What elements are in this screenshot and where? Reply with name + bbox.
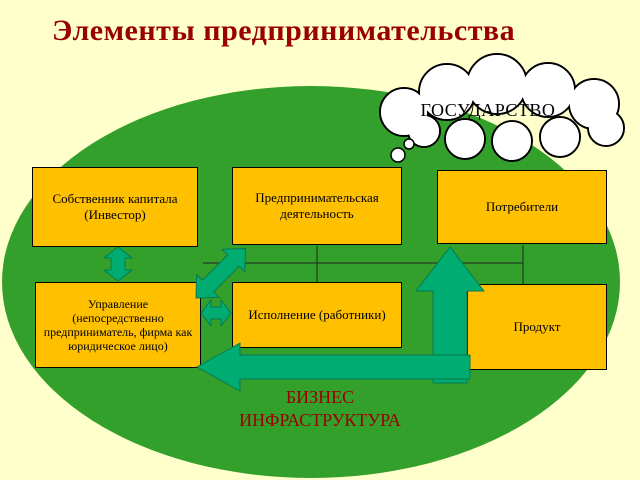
box-product-label: Продукт (513, 319, 561, 335)
box-management: Управление (непосредственно предпринимат… (35, 282, 201, 368)
business-infrastructure-line2: ИНФРАСТРУКТУРА (239, 410, 401, 430)
box-entrepreneurial-activity-label: Предпринимательская деятельность (255, 190, 379, 221)
box-entrepreneurial-activity: Предпринимательская деятельность (232, 167, 402, 245)
business-infrastructure-label: БИЗНЕС ИНФРАСТРУКТУРА (205, 386, 435, 432)
slide-title: Элементы предпринимательства (52, 14, 516, 47)
box-execution-label: Исполнение (работники) (248, 307, 386, 323)
box-capital-owner-label: Собственник капитала (Инвестор) (52, 191, 178, 222)
box-capital-owner: Собственник капитала (Инвестор) (32, 167, 198, 247)
box-consumers-label: Потребители (485, 199, 559, 215)
box-product: Продукт (467, 284, 607, 370)
box-consumers: Потребители (437, 170, 607, 244)
business-infrastructure-line1: БИЗНЕС (285, 387, 355, 407)
state-cloud-label: ГОСУДАРСТВО (420, 100, 556, 120)
box-management-label: Управление (непосредственно предпринимат… (43, 296, 193, 354)
box-execution: Исполнение (работники) (232, 282, 402, 348)
